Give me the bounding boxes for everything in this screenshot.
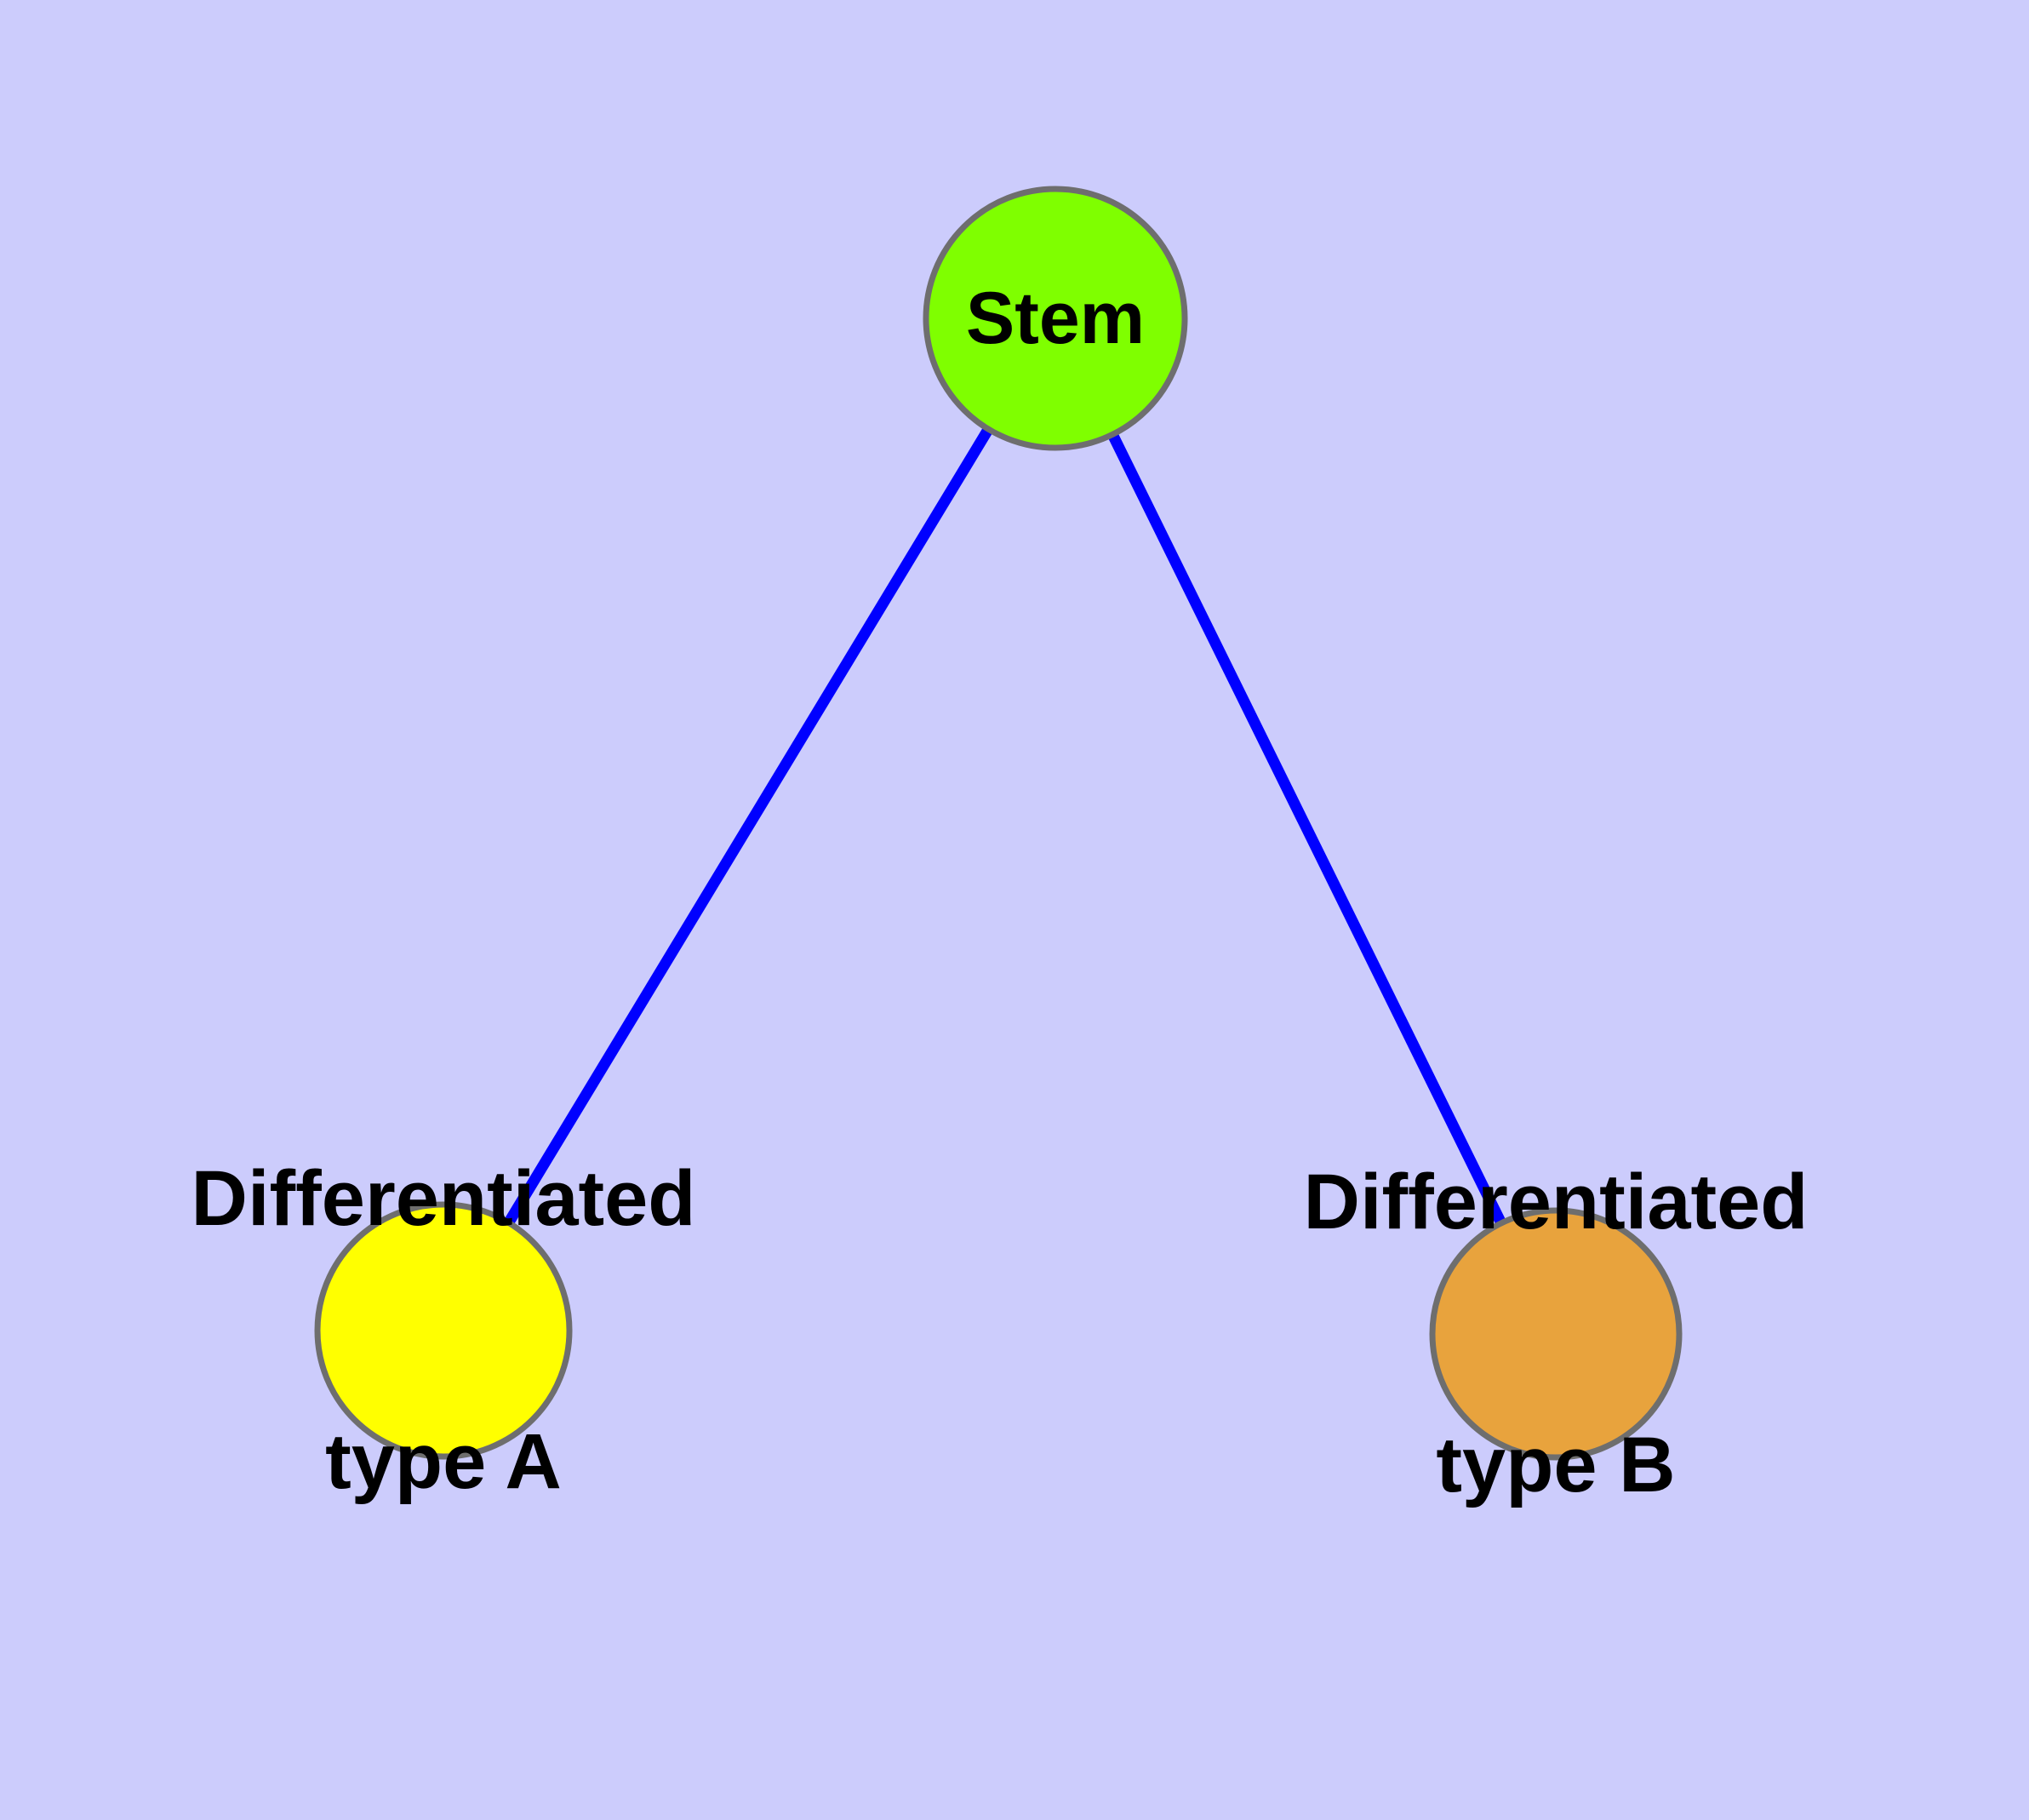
edge-stem-to-differentiated-type-b[interactable] bbox=[1050, 316, 1561, 1336]
node-differentiated-type-a[interactable] bbox=[314, 1201, 573, 1460]
edge-stem-to-differentiated-type-a[interactable] bbox=[438, 315, 1060, 1334]
node-differentiated-type-b[interactable] bbox=[1429, 1207, 1683, 1461]
node-layer bbox=[314, 186, 1683, 1461]
node-stem[interactable] bbox=[923, 186, 1188, 451]
edge-layer bbox=[438, 315, 1561, 1336]
